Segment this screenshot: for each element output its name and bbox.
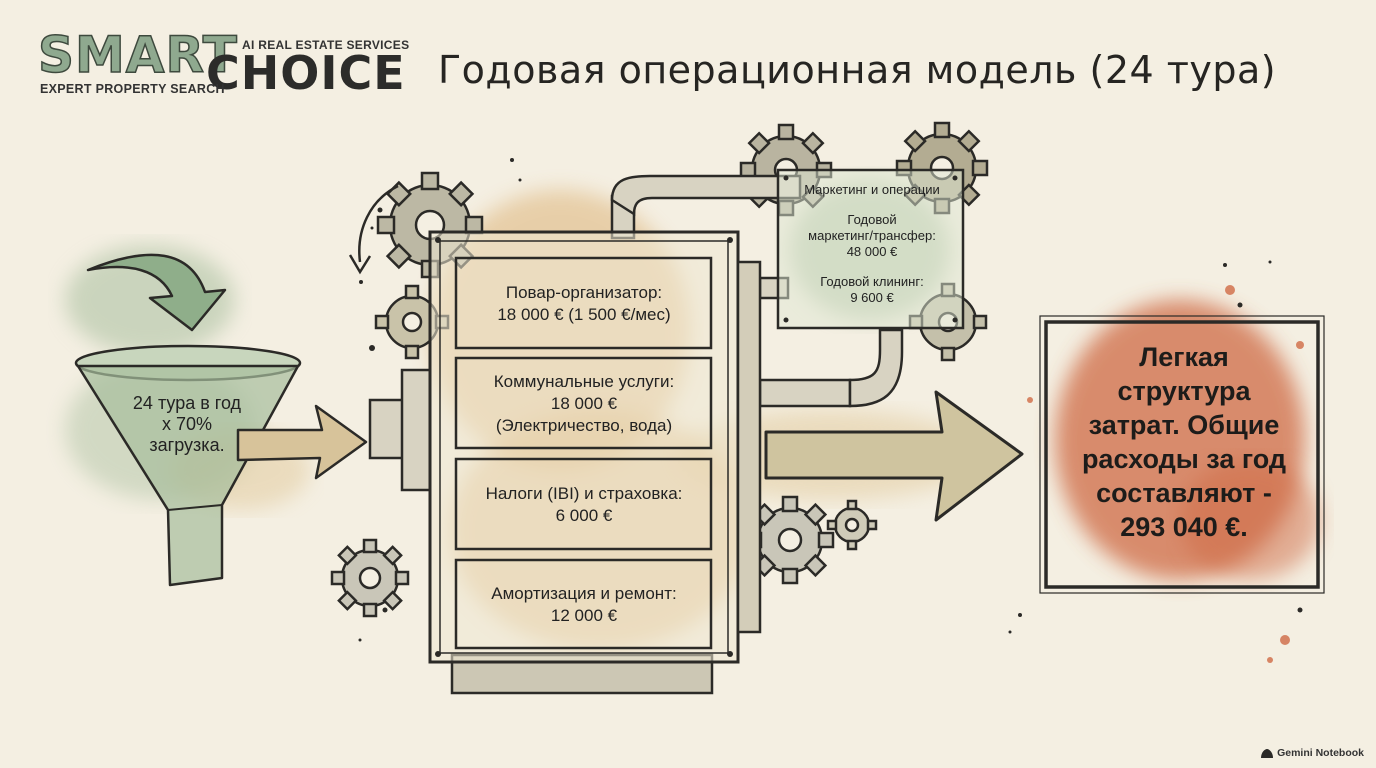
marketing-text: Маркетинг и операции Годовой маркетинг/т… (786, 182, 958, 306)
result-line: расходы за год (1081, 444, 1287, 474)
page-title: Годовая операционная модель (24 тура) (438, 48, 1277, 92)
cost-note: (Электричество, вода) (495, 416, 673, 435)
arrow-right-small-icon (236, 404, 368, 480)
logo-choice: CHOICE (206, 46, 406, 100)
machine-cabinet (428, 230, 762, 695)
rotation-arrowhead-icon (348, 254, 372, 275)
cost-cell-depreciation: Амортизация и ремонт: 12 000 € (458, 562, 710, 648)
gear-icon (826, 499, 878, 551)
cost-label: Амортизация и ремонт: (491, 584, 677, 603)
result-total: 293 040 €. (1120, 512, 1248, 542)
arrow-right-large-icon (764, 390, 1024, 522)
funnel-line: x 70% (161, 414, 213, 434)
marketing-item-value: 48 000 € (846, 244, 898, 259)
gear-icon (330, 538, 410, 618)
funnel-icon (74, 344, 302, 587)
logo-smart: SMART (37, 26, 238, 84)
marketing-item-label: Годовой (847, 212, 897, 227)
gears (330, 121, 989, 618)
cost-cell-cook: Повар-организатор: 18 000 € (1 500 €/мес… (458, 260, 710, 348)
marketing-box (776, 168, 965, 330)
notebook-badge: Gemini Notebook (1261, 747, 1364, 759)
cost-cell-utilities: Коммунальные услуги: 18 000 € (Электриче… (458, 360, 710, 448)
ink-splatter (358, 158, 1303, 642)
notebook-logo-icon (1261, 748, 1274, 758)
gear-icon (374, 284, 450, 360)
cost-label: Налоги (IBI) и страховка: (485, 484, 683, 503)
cost-value: 18 000 € (550, 394, 618, 413)
notebook-badge-label: Gemini Notebook (1277, 747, 1364, 759)
result-text: Легкая структура затрат. Общие расходы з… (1064, 340, 1304, 544)
result-frame (1039, 315, 1325, 594)
funnel-label: 24 тура в год x 70% загрузка. (112, 393, 262, 456)
cost-value: 18 000 € (1 500 €/мес) (497, 305, 671, 324)
funnel-line: загрузка. (149, 435, 225, 455)
curved-arrow-icon (86, 253, 227, 332)
logo-tagline: AI REAL ESTATE SERVICES (242, 38, 410, 52)
funnel-line: 24 тура в год (132, 393, 242, 413)
marketing-item-label: маркетинг/трансфер: (808, 228, 936, 243)
cost-cell-taxes: Налоги (IBI) и страховка: 6 000 € (458, 461, 710, 549)
result-line: структура (1117, 376, 1251, 406)
cleaning-item-label: Годовой клининг: (820, 274, 924, 289)
cost-value: 6 000 € (555, 506, 613, 525)
rotation-arrow-icon (358, 184, 399, 263)
red-splatter (1027, 285, 1304, 663)
cost-label: Повар-организатор: (505, 283, 663, 302)
result-line: Легкая (1139, 342, 1229, 372)
result-line: затрат. Общие (1088, 410, 1280, 440)
pipes (368, 174, 904, 492)
cost-label: Коммунальные услуги: (493, 372, 675, 391)
gear-icon (745, 495, 835, 585)
result-line: составляют - (1096, 478, 1272, 508)
cost-value: 12 000 € (550, 606, 618, 625)
cleaning-item-value: 9 600 € (850, 290, 894, 305)
marketing-heading: Маркетинг и операции (804, 182, 940, 197)
logo-subtitle: EXPERT PROPERTY SEARCH (40, 82, 225, 96)
